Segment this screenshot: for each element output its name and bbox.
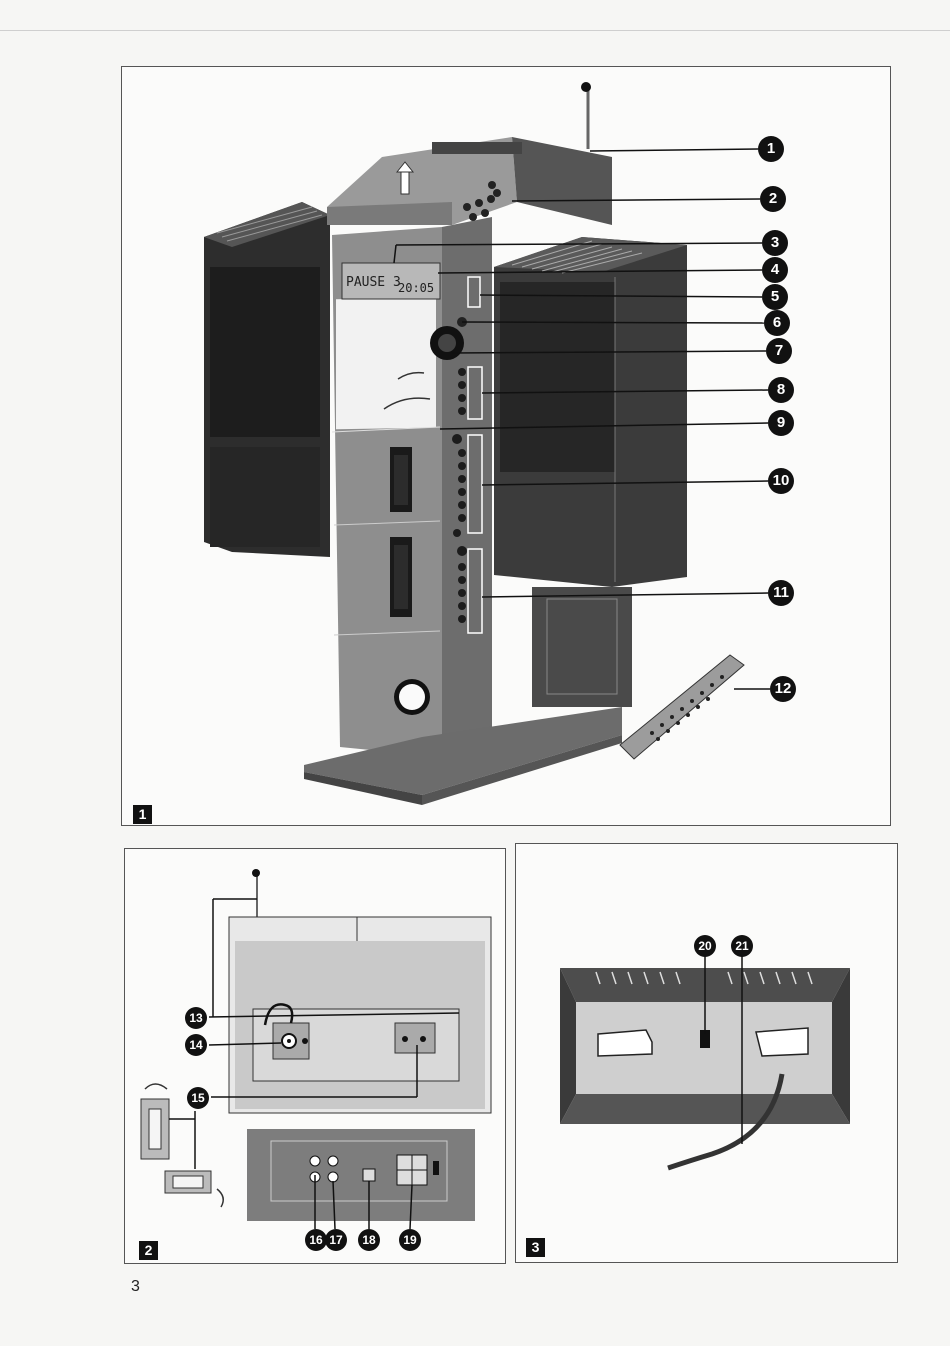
callout-7: 7 <box>766 338 792 364</box>
figure-1-tag: 1 <box>133 805 152 824</box>
callout-19: 19 <box>399 1229 421 1251</box>
callout-16: 16 <box>305 1229 327 1251</box>
figure-2-panel: 13 14 15 16 17 18 19 2 <box>124 848 506 1264</box>
callout-9: 9 <box>768 410 794 436</box>
callout-1: 1 <box>758 136 784 162</box>
callout-10: 10 <box>768 468 794 494</box>
callout-14: 14 <box>185 1034 207 1056</box>
remote-control <box>619 654 745 760</box>
lcd-display: PAUSE 3 20:05 <box>341 262 441 300</box>
control-column <box>430 276 483 634</box>
open-cassette-door <box>336 297 436 430</box>
figure-1-panel: PAUSE 3 20:05 <box>121 66 891 826</box>
display-time-text: 20:05 <box>398 281 434 295</box>
callout-17: 17 <box>325 1229 347 1251</box>
callout-21: 21 <box>731 935 753 957</box>
callout-13: 13 <box>185 1007 207 1029</box>
figure-3-panel: 20 21 3 <box>515 843 898 1263</box>
figure-3-tag: 3 <box>526 1238 545 1257</box>
fig2-leader-lines <box>169 898 460 1230</box>
callout-11: 11 <box>768 580 794 606</box>
page-number: 3 <box>131 1278 140 1295</box>
callout-4: 4 <box>762 257 788 283</box>
fig3-leader-lines <box>704 956 743 1144</box>
left-speaker <box>204 202 330 557</box>
base-plinth <box>304 707 622 805</box>
cd-top-unit <box>327 82 612 225</box>
stereo-system-illustration: PAUSE 3 20:05 <box>204 82 770 805</box>
rear-panel-illustration <box>140 869 492 1230</box>
callout-2: 2 <box>760 186 786 212</box>
callout-20: 20 <box>694 935 716 957</box>
callout-15: 15 <box>187 1087 209 1109</box>
display-mode-text: PAUSE 3 <box>346 275 401 290</box>
rear-connector-strip <box>247 1129 475 1221</box>
antenna-clamp-diagram <box>140 1083 224 1208</box>
right-speaker <box>494 237 687 707</box>
leader-lines <box>393 148 770 690</box>
callout-3: 3 <box>762 230 788 256</box>
scan-border <box>0 30 950 31</box>
callout-5: 5 <box>762 284 788 310</box>
callout-12: 12 <box>770 676 796 702</box>
speaker-rear-illustration <box>560 956 850 1171</box>
callout-8: 8 <box>768 377 794 403</box>
figure-2-tag: 2 <box>139 1241 158 1260</box>
callout-18: 18 <box>358 1229 380 1251</box>
callout-6: 6 <box>764 310 790 336</box>
